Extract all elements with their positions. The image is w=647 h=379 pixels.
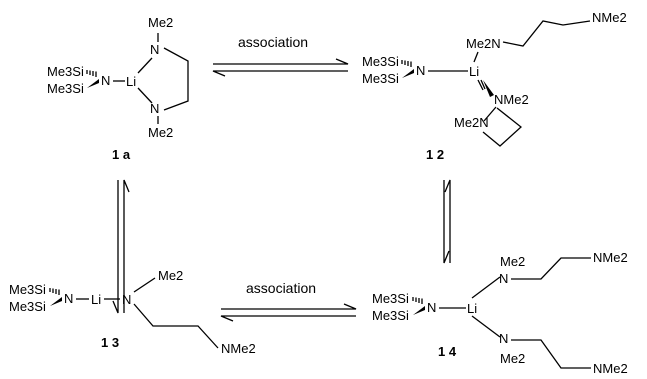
equilibrium-arrow-bottom: association — [220, 280, 357, 322]
compound-1a: Me3Si Me3Si N Li N N Me2 Me2 1 a — [47, 15, 189, 162]
compound-label-14: 1 4 — [438, 344, 457, 359]
hash-wedge — [412, 297, 423, 304]
bold-wedge — [50, 297, 62, 306]
nme2-label: NMe2 — [494, 92, 529, 107]
nme2-label: NMe2 — [593, 361, 628, 376]
n-atom: N — [101, 73, 110, 88]
me3si-label: Me3Si — [9, 299, 46, 314]
forward-arrow — [221, 303, 357, 310]
association-label: association — [246, 280, 316, 296]
n-atom: N — [427, 300, 436, 315]
me3si-label: Me3Si — [362, 54, 399, 69]
bold-wedge — [402, 69, 414, 78]
compound-label-1a: 1 a — [112, 147, 131, 162]
equilibrium-arrow-right — [443, 179, 451, 264]
me2-label: Me2 — [500, 254, 525, 269]
me2-label: Me2 — [500, 351, 525, 366]
n-atom: N — [122, 292, 131, 307]
me3si-label: Me3Si — [372, 291, 409, 306]
bond — [133, 277, 156, 293]
bold-wedge — [413, 306, 425, 315]
li-atom: Li — [91, 292, 101, 307]
ethylene-bridge — [482, 107, 523, 147]
bond — [471, 276, 501, 299]
compound-12: Me3Si Me3Si N Li Me2N NMe2 NMe2 Me2N 1 2 — [362, 10, 627, 162]
n-atom: N — [150, 42, 159, 57]
reverse-arrow — [220, 315, 356, 322]
up-arrow — [123, 179, 130, 313]
bond — [137, 87, 153, 104]
up-arrow — [444, 179, 451, 263]
equilibrium-arrow-top: association — [212, 34, 349, 77]
li-atom: Li — [469, 64, 479, 79]
n-atom: N — [416, 63, 425, 78]
down-arrow — [112, 180, 119, 314]
hash-wedge — [401, 60, 412, 67]
hash-wedge — [477, 79, 486, 91]
compound-13: Me3Si Me3Si N Li N Me2 NMe2 1 3 — [9, 268, 256, 356]
me2-label: Me2 — [148, 15, 173, 30]
me3si-label: Me3Si — [47, 81, 84, 96]
compound-label-13: 1 3 — [101, 335, 119, 350]
me3si-label: Me3Si — [372, 308, 409, 323]
me3si-label: Me3Si — [47, 64, 84, 79]
li-atom: Li — [126, 74, 136, 89]
li-atom: Li — [467, 301, 477, 316]
me2n-label: Me2N — [454, 115, 489, 130]
chain — [133, 303, 219, 349]
bond — [137, 57, 153, 74]
hash-wedge — [86, 70, 97, 77]
n-atom: N — [499, 271, 508, 286]
me3si-label: Me3Si — [9, 282, 46, 297]
chain — [511, 257, 591, 280]
nme2-label: NMe2 — [221, 341, 256, 356]
n-atom: N — [499, 331, 508, 346]
chain — [502, 20, 591, 47]
ethylene-bridge — [163, 47, 189, 111]
nme2-label: NMe2 — [593, 250, 628, 265]
bold-wedge — [483, 80, 494, 97]
me2-label: Me2 — [148, 125, 173, 140]
me2-label: Me2 — [158, 268, 183, 283]
bold-wedge — [87, 79, 99, 88]
forward-arrow — [213, 58, 349, 65]
hash-wedge — [49, 288, 60, 295]
reverse-arrow — [212, 70, 348, 77]
compound-14: Me3Si Me3Si N Li N Me2 NMe2 N Me2 NMe2 1… — [372, 250, 628, 376]
bond — [471, 315, 501, 338]
me3si-label: Me3Si — [362, 71, 399, 86]
compound-label-12: 1 2 — [426, 147, 444, 162]
bond — [473, 51, 479, 63]
association-label: association — [238, 34, 308, 50]
equilibrium-arrow-left — [112, 179, 130, 314]
down-arrow — [443, 180, 450, 264]
me2n-label: Me2N — [466, 36, 501, 51]
n-atom: N — [150, 101, 159, 116]
chain — [511, 339, 591, 369]
n-atom: N — [64, 291, 73, 306]
nme2-label: NMe2 — [592, 10, 627, 25]
bond — [483, 106, 497, 122]
